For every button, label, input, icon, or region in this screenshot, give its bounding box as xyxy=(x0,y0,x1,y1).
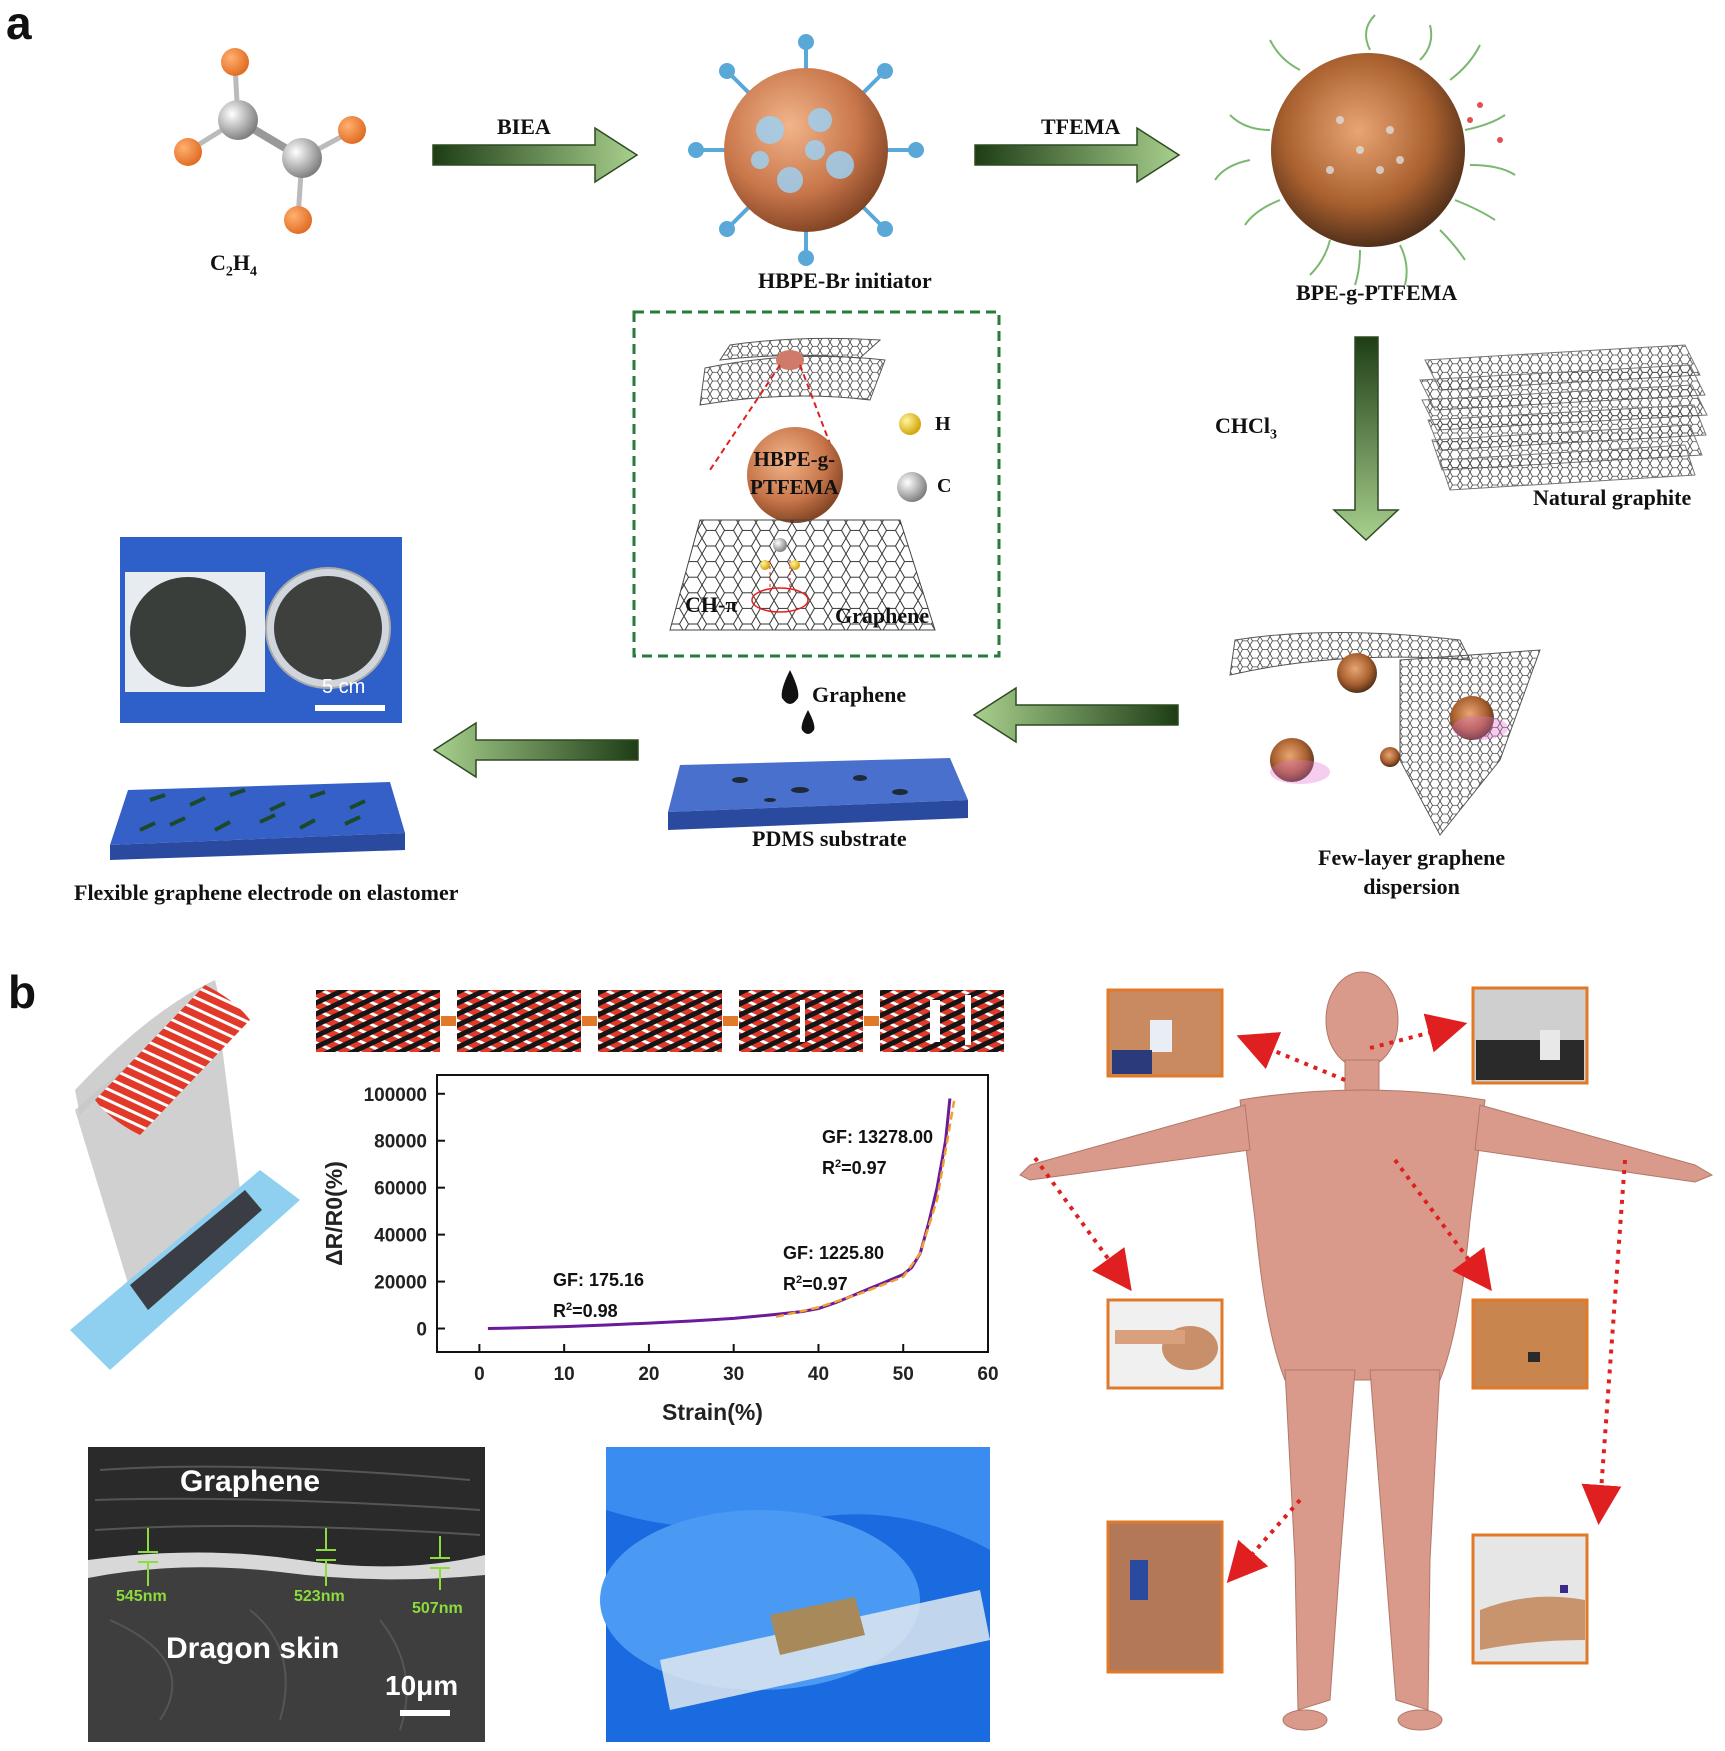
process-arrow-to-pdms xyxy=(972,686,1179,744)
biea-label: BIEA xyxy=(497,114,551,139)
thickness-label-1: 545nm xyxy=(116,1588,167,1605)
human-body-model-icon xyxy=(1019,971,1714,1731)
process-arrow-to-electrode xyxy=(432,721,639,779)
x-tick-label: 0 xyxy=(474,1364,485,1385)
hbpe-br-initiator-label: HBPE-Br initiator xyxy=(758,268,932,293)
y-tick-label: 60000 xyxy=(374,1179,427,1200)
bpe-g-ptfema-icon xyxy=(1214,14,1516,286)
body-photo-face xyxy=(1471,986,1589,1085)
carbon-legend-ball-icon xyxy=(897,472,927,502)
natural-graphite-icon xyxy=(1419,344,1708,491)
x-tick-label: 20 xyxy=(638,1364,659,1385)
flexible-electrode-label: Flexible graphene electrode on elastomer xyxy=(74,880,459,905)
reaction-arrow-biea xyxy=(432,126,639,184)
x-axis-label: Strain(%) xyxy=(662,1399,763,1425)
y-tick-label: 80000 xyxy=(374,1132,427,1153)
legend-c-label: C xyxy=(937,475,952,497)
thickness-label-3: 507nm xyxy=(412,1600,463,1617)
sensor-schematic-icon xyxy=(70,980,300,1370)
reaction-arrow-tfema xyxy=(974,126,1181,184)
natural-graphite-label: Natural graphite xyxy=(1533,485,1692,510)
x-tick-label: 30 xyxy=(723,1364,744,1385)
y-tick-label: 0 xyxy=(416,1320,427,1341)
mechanism-inset-box xyxy=(632,310,1001,658)
x-tick-label: 10 xyxy=(554,1364,575,1385)
resistance-strain-chart: 0 10 20 30 40 50 60 0 20000 40000 60000 80000 100000… xyxy=(321,1074,999,1425)
body-photo-wrist xyxy=(1471,1533,1589,1665)
panel-letter-b: b xyxy=(8,966,37,1018)
thickness-label-2: 523nm xyxy=(294,1588,345,1605)
x-tick-label: 50 xyxy=(893,1364,914,1385)
y-tick-label: 100000 xyxy=(364,1085,427,1106)
x-tick-label: 40 xyxy=(808,1364,829,1385)
pdms-substrate-icon xyxy=(668,758,968,830)
y-tick-label: 20000 xyxy=(374,1273,427,1294)
chcl3-label: CHCl3 xyxy=(1215,413,1277,443)
graphene-drop-label: Graphene xyxy=(812,682,907,707)
inset-ch-pi-label: CH-π xyxy=(685,592,738,617)
graphene-droplet-icon xyxy=(801,710,815,734)
glove-sensor-photo xyxy=(600,1447,990,1742)
hbpe-br-initiator-icon xyxy=(688,34,924,266)
scale-bar-label: 5 cm xyxy=(322,676,366,698)
body-photo-neck xyxy=(1106,988,1224,1078)
series-line-2 xyxy=(775,1100,956,1319)
sem-dragon-skin-label: Dragon skin xyxy=(166,1632,340,1665)
pdms-substrate-label: PDMS substrate xyxy=(752,826,907,851)
crack-evolution-strip xyxy=(316,990,1004,1052)
y-tick-label: 40000 xyxy=(374,1226,427,1247)
body-photo-chest xyxy=(1471,1298,1589,1390)
tfema-label: TFEMA xyxy=(1041,114,1121,139)
graphene-droplet-icon xyxy=(781,670,799,704)
c2h4-label: C2H4 xyxy=(210,250,258,280)
sem-graphene-label: Graphene xyxy=(180,1465,321,1498)
ethylene-molecule-icon xyxy=(174,48,366,234)
flexible-electrode-icon xyxy=(110,782,405,860)
y-axis-label: ΔR/R0(%) xyxy=(321,1161,347,1266)
hydrogen-legend-ball-icon xyxy=(899,413,921,435)
mechanism-inset-graphene-icon xyxy=(669,337,936,631)
x-tick-label: 60 xyxy=(977,1364,998,1385)
body-photo-finger xyxy=(1106,1298,1224,1390)
chart-plot-frame xyxy=(436,1074,989,1353)
inset-graphene-label: Graphene xyxy=(835,603,930,628)
electrode-photo xyxy=(120,537,402,723)
body-location-arrows xyxy=(1033,1013,1627,1583)
reaction-arrow-chcl3 xyxy=(1332,336,1400,542)
legend-h-label: H xyxy=(935,413,951,435)
inset-sphere-label: HBPE-g-PTFEMA xyxy=(750,447,839,499)
sem-scale-label: 10μm xyxy=(385,1670,459,1701)
sem-cross-section-image xyxy=(88,1447,485,1742)
few-layer-graphene-dispersion-icon xyxy=(1229,632,1541,836)
bpe-g-ptfema-label: BPE-g-PTFEMA xyxy=(1296,280,1458,305)
body-photo-knee xyxy=(1106,1520,1224,1674)
panel-letter-a: a xyxy=(6,0,32,49)
